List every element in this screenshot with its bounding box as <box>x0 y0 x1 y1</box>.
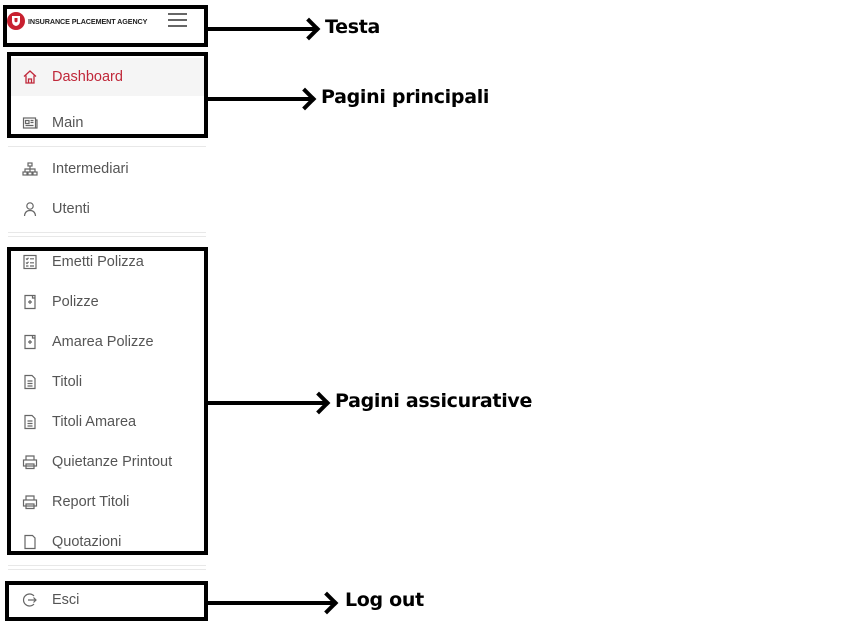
annotation-box-main-pages <box>7 52 208 138</box>
annotation-box-insurance-pages <box>7 247 208 555</box>
sidebar-item-label: Report Titoli <box>52 494 130 510</box>
arrow-head-icon <box>315 591 339 615</box>
sidebar-item-report-titoli[interactable]: Report Titoli <box>10 483 206 521</box>
sitemap-icon <box>20 159 40 179</box>
divider <box>8 146 206 147</box>
annotation-label-insurance-pages: Pagini assicurative <box>335 390 533 412</box>
annotation-box-logout <box>5 581 208 621</box>
sidebar-item-esci[interactable]: Esci <box>10 581 206 619</box>
sidebar-item-utenti[interactable]: Utenti <box>10 190 206 228</box>
user-icon <box>20 199 40 219</box>
hamburger-menu-icon[interactable] <box>168 12 188 28</box>
sidebar-item-label: Amarea Polizze <box>52 334 154 350</box>
sidebar-item-quotazioni[interactable]: Quotazioni <box>10 523 206 561</box>
sidebar-item-quietanze-printout[interactable]: Quietanze Printout <box>10 443 206 481</box>
sidebar-item-label: Titoli Amarea <box>52 414 137 430</box>
home-icon <box>20 67 40 87</box>
sidebar-item-label: Main <box>52 115 84 131</box>
sidebar-item-label: Polizze <box>52 294 99 310</box>
sidebar-item-titoli-amarea[interactable]: Titoli Amarea <box>10 403 206 441</box>
sidebar-item-titoli[interactable]: Titoli <box>10 363 206 401</box>
annotation-arrow <box>208 27 318 31</box>
divider <box>8 232 206 233</box>
sidebar-item-label: Dashboard <box>52 69 123 85</box>
sidebar-item-label: Emetti Polizza <box>52 254 144 270</box>
logo-text: INSURANCE PLACEMENT AGENCY <box>28 16 148 26</box>
arrow-head-icon <box>307 391 331 415</box>
sidebar-item-label: Intermediari <box>52 161 129 177</box>
sidebar-item-intermediari[interactable]: Intermediari <box>10 150 206 188</box>
arrow-head-icon <box>297 17 321 41</box>
divider <box>8 236 206 237</box>
sidebar-item-main[interactable]: Main <box>10 104 206 142</box>
document-lines-icon <box>20 372 40 392</box>
sidebar-item-label: Quietanze Printout <box>52 454 173 470</box>
divider <box>8 569 206 570</box>
annotation-arrow <box>208 601 336 605</box>
printer-icon <box>20 492 40 512</box>
logo[interactable]: INSURANCE PLACEMENT AGENCY <box>7 11 157 31</box>
annotation-arrow <box>208 97 314 101</box>
annotation-label-logout: Log out <box>345 589 424 611</box>
sidebar-item-label: Titoli <box>52 374 83 390</box>
sidebar-item-dashboard[interactable]: Dashboard <box>10 58 206 96</box>
document-plus-icon <box>20 332 40 352</box>
annotation-label-main-pages: Pagini principali <box>321 86 490 108</box>
sidebar-item-amarea-polizze[interactable]: Amarea Polizze <box>10 323 206 361</box>
sidebar-item-emetti-polizza[interactable]: Emetti Polizza <box>10 243 206 281</box>
sidebar-item-label: Esci <box>52 592 80 608</box>
annotation-box-header <box>3 5 208 47</box>
newspaper-icon <box>20 113 40 133</box>
printer-icon <box>20 452 40 472</box>
document-icon <box>20 532 40 552</box>
divider <box>8 565 206 566</box>
document-plus-icon <box>20 292 40 312</box>
sidebar <box>0 0 208 625</box>
sidebar-item-label: Quotazioni <box>52 534 122 550</box>
shield-logo-icon <box>7 12 25 30</box>
annotation-label-header: Testa <box>325 16 381 38</box>
document-lines-icon <box>20 412 40 432</box>
logout-icon <box>20 590 40 610</box>
sidebar-item-label: Utenti <box>52 201 90 217</box>
sidebar-item-polizze[interactable]: Polizze <box>10 283 206 321</box>
arrow-head-icon <box>293 87 317 111</box>
annotation-arrow <box>208 401 328 405</box>
checklist-icon <box>20 252 40 272</box>
